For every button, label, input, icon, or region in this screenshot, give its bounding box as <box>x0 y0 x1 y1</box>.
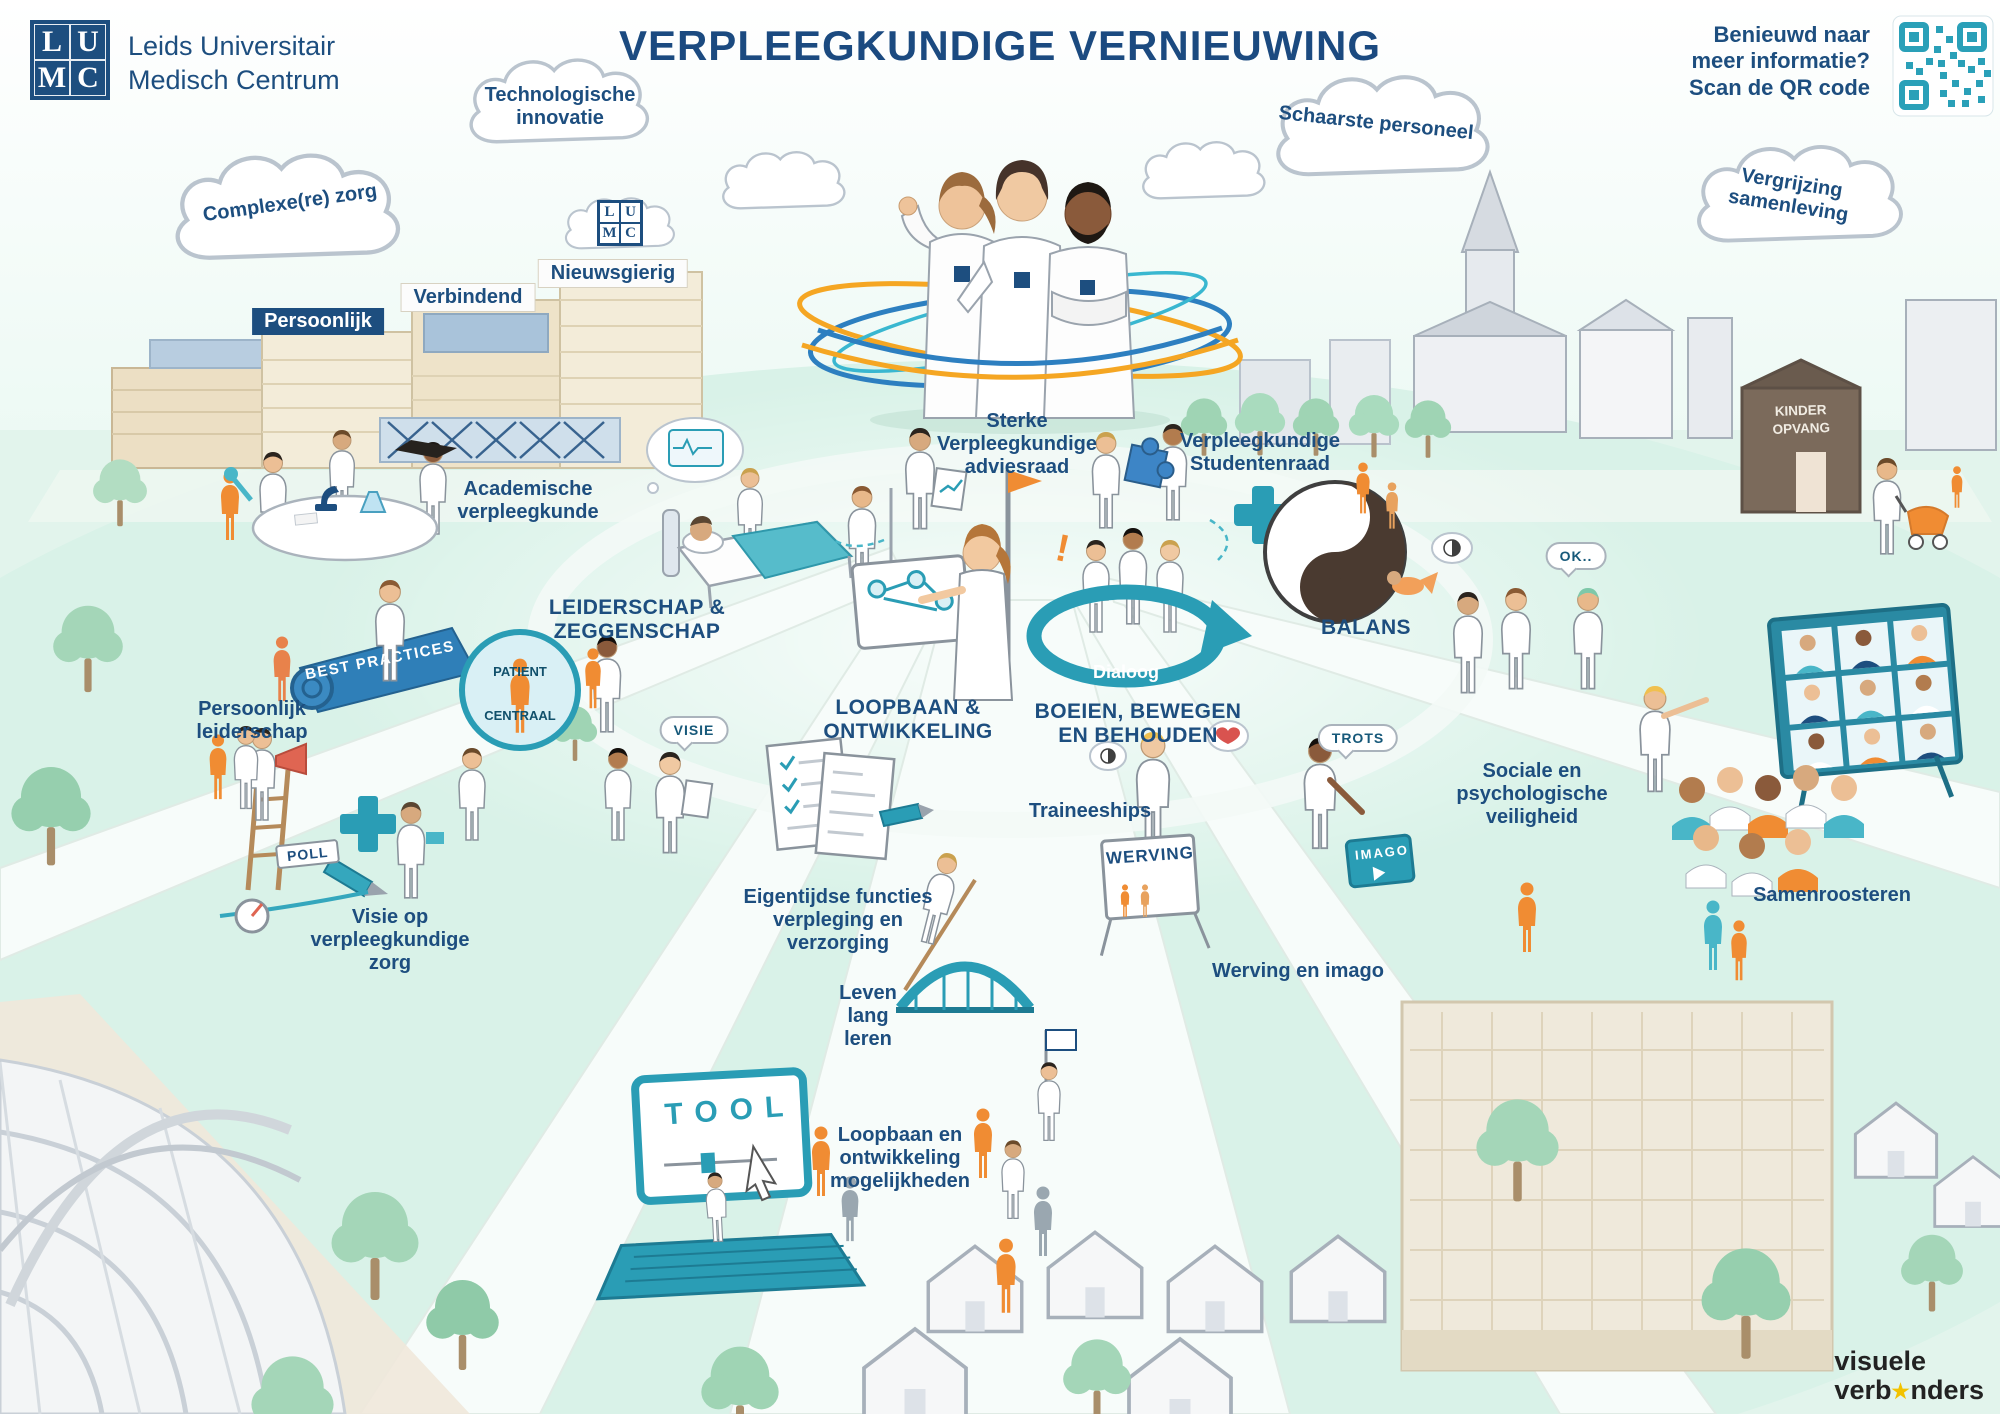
logo-letter: U <box>70 24 106 60</box>
label-samenroosteren: Samenroosteren <box>1753 884 1911 906</box>
star-icon <box>1891 1381 1910 1399</box>
samenroosteren-scene <box>1639 602 1964 897</box>
credit-logo: visuele verb nders <box>1834 1347 1984 1404</box>
leven-lang-leren-scene <box>896 849 1034 1013</box>
visie-clipboard-scene <box>604 747 714 854</box>
label-traineeships: Traineeships <box>1028 800 1152 822</box>
academic-table-scene <box>221 429 457 562</box>
hospital-bed-scene <box>646 417 893 609</box>
qr-note: Benieuwd naar meer informatie? Scan de Q… <box>1689 22 1870 100</box>
greenhouse-structure <box>0 1058 347 1414</box>
bubble-trots: Trots <box>1317 724 1399 752</box>
adviesraad-walker <box>833 427 968 548</box>
tool-laptop <box>595 1067 867 1301</box>
sociale-veiligheid-scene <box>1431 532 1604 694</box>
theme-loopbaan: Loopbaan & ontwikkeling <box>823 696 993 744</box>
path-walkers <box>209 648 1747 1313</box>
studentenraad-scene <box>1091 423 1229 561</box>
bubble-visie: Visie <box>659 716 729 744</box>
audience-row <box>1672 765 1864 897</box>
logo-letter: L <box>34 24 70 60</box>
label-academische-verpleegkunde: Academische verpleegkunde <box>457 478 599 523</box>
balans-scene <box>1234 462 1438 624</box>
building-banner-nieuwsgierig: Nieuwsgierig <box>538 260 688 287</box>
nurse-trio <box>797 160 1243 434</box>
label-kinderopvang: Kinder opvang <box>1772 402 1831 438</box>
logo-letter: C <box>70 60 106 96</box>
org-name-line: Medisch Centrum <box>128 64 340 95</box>
apartment-building <box>1400 1000 1834 1372</box>
theme-leiderschap: Leiderschap & zeggenschap <box>548 596 726 644</box>
werving-imago-scene <box>1089 720 1416 956</box>
credit-line2-pre: verb <box>1834 1374 1892 1405</box>
lumc-roof-logo: L U M C <box>597 200 643 246</box>
org-name-line: Leids Universitair <box>128 31 336 61</box>
logo-letter: M <box>34 60 70 96</box>
dialoog-scene <box>1026 527 1252 688</box>
theme-balans: Balans <box>1321 616 1411 639</box>
best-practices-scene <box>273 579 478 714</box>
bubble-ok: OK.. <box>1545 542 1607 570</box>
label-werving-en-imago: Werving en imago <box>1212 960 1384 982</box>
stroller-scene <box>1872 457 1963 555</box>
label-loopbaan-mogelijkheden: Loopbaan en ontwikkeling mogelijkheden <box>829 1124 971 1192</box>
org-name: Leids Universitair Medisch Centrum <box>128 30 340 98</box>
patient-centraal-scene <box>458 629 622 841</box>
qr-code <box>1892 15 1994 117</box>
credit-line1: visuele <box>1834 1346 1926 1377</box>
credit-line2-post: nders <box>1910 1374 1984 1405</box>
label-visie-op-zorg: Visie op verpleegkundige zorg <box>310 906 470 974</box>
label-sociale-veiligheid: Sociale en psychologische veiligheid <box>1456 760 1608 828</box>
label-eigentijdse-functies: Eigentijdse functies verpleging en verzo… <box>743 886 933 954</box>
presenter-nurse-scene <box>850 470 1042 701</box>
label-leven-lang-leren: Leven lang leren <box>839 982 897 1050</box>
label-persoonlijk-leiderschap: Persoonlijk leiderschap <box>196 698 308 743</box>
page-title: Verpleegkundige Vernieuwing <box>618 22 1382 69</box>
building-banner-verbindend: Verbindend <box>401 284 535 311</box>
label-adviesraad: Sterke Verpleegkundige adviesraad <box>936 410 1098 478</box>
label-studentenraad: Verpleegkundige Studentenraad <box>1179 430 1341 475</box>
building-banner-persoonlijk: Persoonlijk <box>252 308 384 335</box>
cloud-label-technologische-innovatie: Technologische innovatie <box>484 84 636 129</box>
lumc-logo: L U M C <box>30 20 110 100</box>
label-patient-centraal: Patient centraal <box>484 664 556 723</box>
label-dialoog: Dialoog <box>1093 662 1159 682</box>
checklist-papers <box>765 737 934 861</box>
theme-boeien: Boeien, bewegen en behouden <box>1034 700 1242 748</box>
